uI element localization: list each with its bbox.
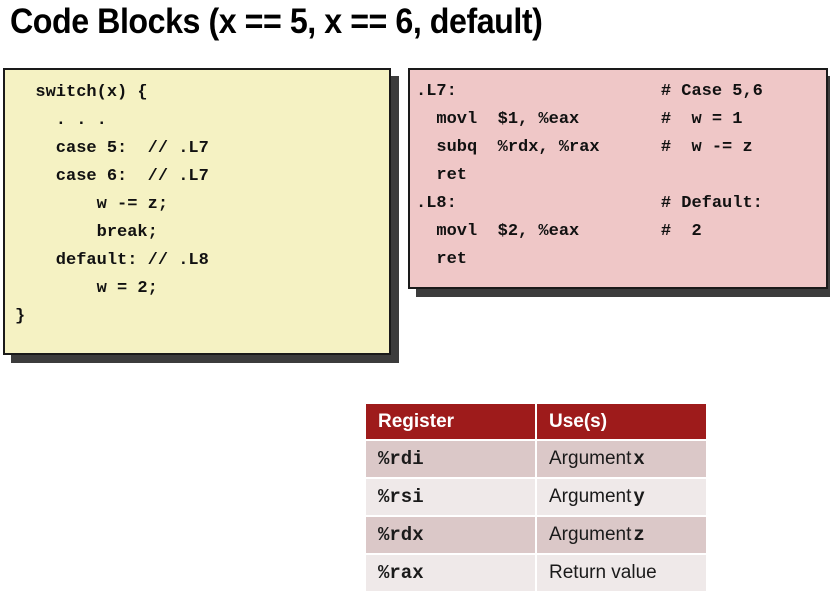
register-name: %rsi xyxy=(378,486,424,508)
table-row-rsi: %rsi Argument y xyxy=(366,479,706,517)
asm-code-line: .L8: # Default: xyxy=(416,194,763,213)
asm-code-block: .L7: # Case 5,6 movl $1, %eax # w = 1 su… xyxy=(408,68,828,289)
table-header-register: Register xyxy=(366,404,537,441)
c-code-line: w = 2; xyxy=(15,279,158,298)
register-use: Argument xyxy=(549,524,632,545)
register-table: Register Use(s) %rdi Argument x %rsi Arg… xyxy=(366,404,706,593)
register-use-variable: x xyxy=(633,448,645,470)
asm-code-line: subq %rdx, %rax # w -= z xyxy=(416,138,753,157)
c-code-line: . . . xyxy=(15,111,107,130)
asm-code-line: ret xyxy=(416,166,468,185)
c-code-line: } xyxy=(15,307,26,326)
table-row-rax: %rax Return value xyxy=(366,555,706,593)
register-use: Argument xyxy=(549,448,632,469)
asm-code-line: movl $1, %eax # w = 1 xyxy=(416,110,743,129)
c-code-line: case 6: // .L7 xyxy=(15,167,209,186)
table-row-rdi: %rdi Argument x xyxy=(366,441,706,479)
register-name: %rax xyxy=(378,562,424,584)
c-code-line: w -= z; xyxy=(15,195,169,214)
register-use: Argument xyxy=(549,486,632,507)
c-code-line: break; xyxy=(15,223,158,242)
slide-title: Code Blocks (x == 5, x == 6, default) xyxy=(10,2,543,41)
register-use: Return value xyxy=(549,562,657,583)
table-row-rdx: %rdx Argument z xyxy=(366,517,706,555)
asm-code-line: ret xyxy=(416,250,468,269)
asm-code-line: .L7: # Case 5,6 xyxy=(416,82,763,101)
c-code-block: switch(x) { . . . case 5: // .L7 case 6:… xyxy=(3,68,391,355)
register-table-header-row: Register Use(s) xyxy=(366,404,706,441)
register-use-variable: y xyxy=(633,486,645,508)
c-code-line: default: // .L8 xyxy=(15,251,209,270)
table-header-uses: Use(s) xyxy=(537,404,706,441)
register-name: %rdx xyxy=(378,524,424,546)
c-code-line: case 5: // .L7 xyxy=(15,139,209,158)
register-use-variable: z xyxy=(633,524,645,546)
register-name: %rdi xyxy=(378,448,424,470)
c-code-line: switch(x) { xyxy=(15,83,148,102)
asm-code-line: movl $2, %eax # 2 xyxy=(416,222,702,241)
